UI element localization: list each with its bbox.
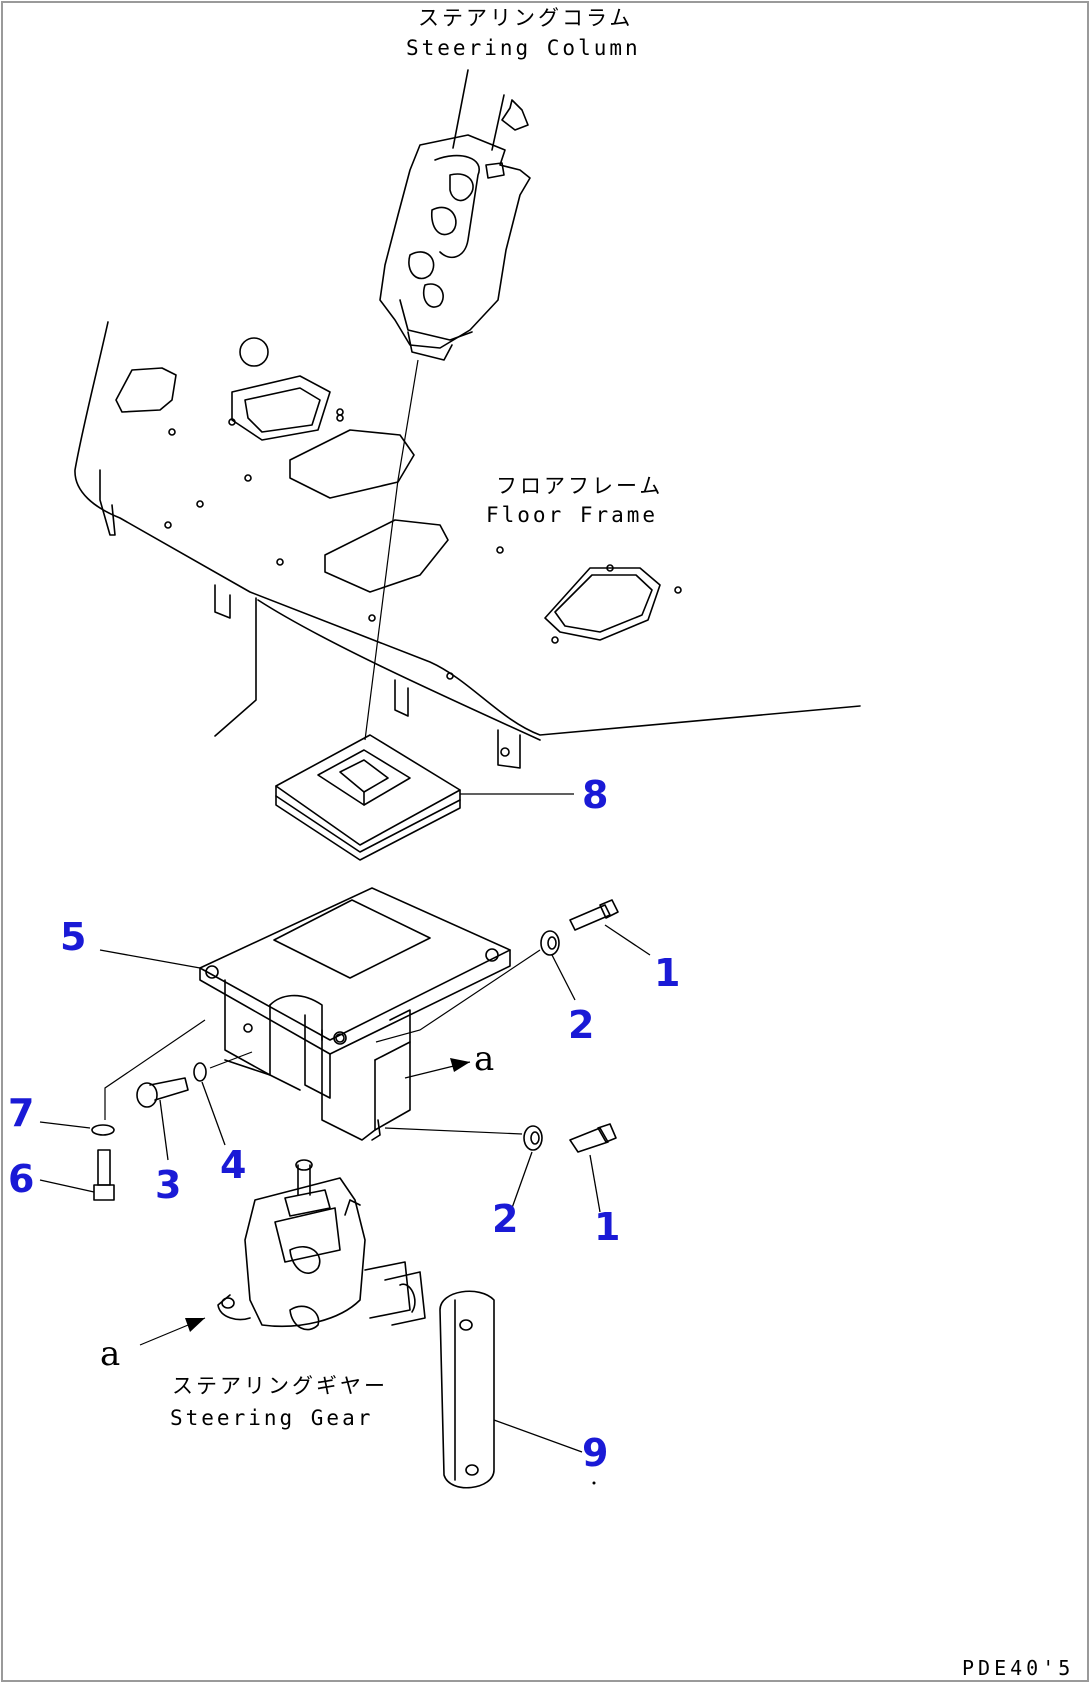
bolt-part-1-lower [569,1123,617,1213]
callout-8: 8 [582,773,608,817]
callout-9: 9 [582,1431,608,1475]
boot-part-8 [275,734,574,861]
callout-2-lower: 2 [492,1197,518,1241]
callout-1-upper: 1 [654,951,680,995]
view-letter-lower: a [100,1334,120,1374]
floor-frame-drawing [74,321,861,769]
callout-7: 7 [8,1091,34,1135]
bolt-part-6 [39,1149,115,1201]
washer-part-7 [39,1019,206,1136]
pitman-arm-part-9 [439,1290,596,1489]
washer-part-2-upper [375,930,576,1043]
view-arrow-lower [139,1317,206,1346]
bolt-part-1-upper [569,899,651,956]
steering-column-drawing [379,69,531,481]
washer-part-2-lower [384,1125,543,1209]
steering-gear-drawing [217,1159,426,1331]
callout-6: 6 [8,1157,34,1201]
steering-gear-en-label: Steering Gear [170,1406,373,1430]
callout-4: 4 [220,1143,246,1187]
washer-part-4 [193,1051,253,1146]
steering-column-jp-label: ステアリングコラム [418,6,633,30]
bracket-part-5 [99,887,511,1141]
callout-1-lower: 1 [594,1205,620,1249]
steering-gear-jp-label: ステアリングギヤー [172,1374,388,1398]
steering-column-en-label: Steering Column [406,36,641,60]
floor-frame-en-label: Floor Frame [486,503,658,527]
drawing-code: PDE40'5 [962,1656,1074,1680]
callout-3: 3 [155,1163,181,1207]
callout-2-upper: 2 [568,1003,594,1047]
bolt-part-3 [136,1077,189,1161]
view-letter-upper: a [474,1039,494,1079]
view-arrow-upper [404,1058,471,1079]
callout-5: 5 [60,915,86,959]
floor-frame-jp-label: フロアフレーム [496,474,663,498]
